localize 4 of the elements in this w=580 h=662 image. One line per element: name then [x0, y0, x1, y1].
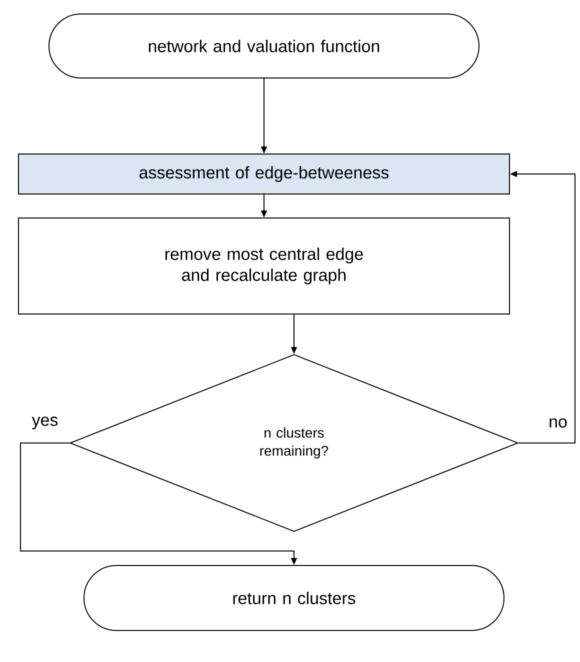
process-box: assessment of edge-betweeness — [18, 154, 510, 194]
edge-label: yes — [30, 416, 60, 430]
edge-label: no — [548, 417, 568, 429]
process-box: remove most central edge and recalculate graph — [18, 218, 510, 314]
